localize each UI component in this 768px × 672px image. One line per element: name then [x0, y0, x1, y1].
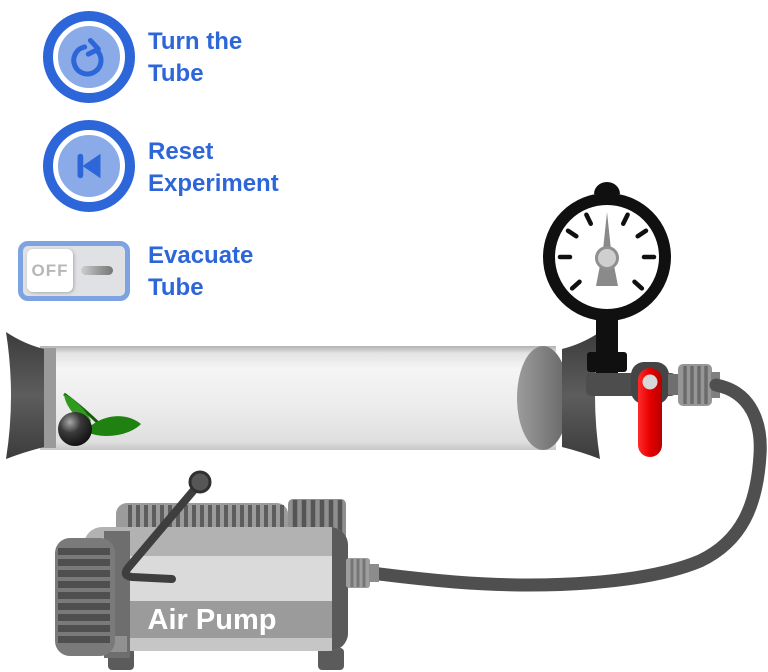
air-hose	[365, 378, 767, 592]
evacuate-tube-label: Evacuate Tube	[148, 240, 253, 304]
pump-foot-right	[318, 648, 344, 670]
pump-crank-handle	[121, 480, 203, 583]
toggle-groove	[81, 266, 113, 275]
motor-fins	[58, 548, 110, 643]
tube-far-opening	[517, 346, 569, 450]
pump-handle-knob	[188, 470, 212, 494]
air-pump: Air Pump	[55, 470, 379, 670]
turn-tube-label-line2: Tube	[148, 60, 204, 87]
skip-back-icon	[77, 153, 101, 179]
turn-tube-label: Turn the Tube	[148, 26, 242, 90]
feather-lower-blade	[87, 416, 141, 436]
pump-label: Air Pump	[148, 604, 277, 636]
vacuum-tube	[6, 332, 600, 459]
reset-experiment-button[interactable]	[53, 130, 125, 202]
gauge-ticks	[557, 212, 657, 291]
toggle-knob[interactable]: OFF	[27, 249, 73, 292]
gauge-stem-collar	[587, 352, 627, 372]
gauge-hub	[595, 246, 619, 270]
fitting-neck	[668, 374, 680, 395]
reset-label-line1: Reset	[148, 138, 214, 165]
tube-left-cap	[6, 332, 44, 459]
pressure-gauge	[543, 182, 671, 321]
turn-tube-button[interactable]	[53, 21, 125, 93]
valve-pivot	[642, 374, 658, 390]
gauge-top-knob	[594, 182, 620, 194]
reset-label-line2: Experiment	[148, 170, 279, 197]
nozzle-tip	[369, 564, 379, 582]
black-ball	[58, 412, 92, 446]
evacuate-tube-toggle[interactable]: OFF	[18, 241, 130, 301]
turn-tube-label-line1: Turn the	[148, 28, 243, 55]
reset-experiment-label: Reset Experiment	[148, 136, 279, 200]
rotate-cw-icon	[71, 37, 104, 77]
toggle-state-label: OFF	[31, 260, 69, 280]
evacuate-label-line2: Tube	[148, 274, 204, 301]
nozzle-ribs	[350, 559, 366, 587]
evacuate-label-line1: Evacuate	[148, 242, 254, 269]
valve-handle	[638, 368, 662, 457]
